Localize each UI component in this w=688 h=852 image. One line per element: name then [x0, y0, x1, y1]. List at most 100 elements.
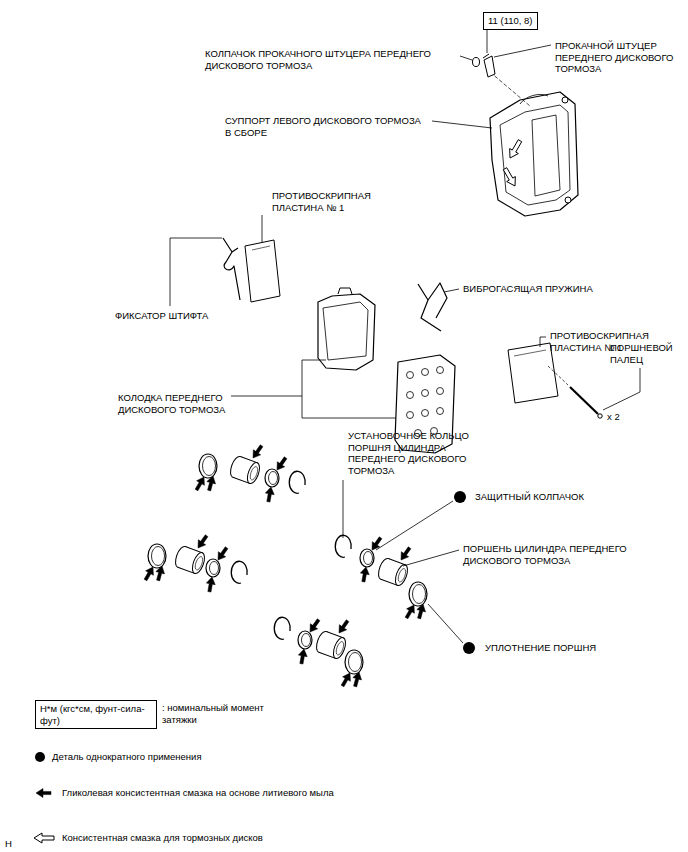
snap-ring — [231, 561, 247, 583]
anti-squeal-shim — [514, 350, 546, 356]
caliper-body — [490, 92, 578, 216]
one-time-use-dot — [463, 642, 475, 654]
piston — [228, 455, 262, 485]
leader-line — [432, 121, 492, 128]
piston-recess — [249, 466, 259, 481]
legend-grease-arrow — [36, 789, 51, 798]
piston-seal — [203, 457, 216, 476]
grease-arrow — [218, 547, 228, 560]
pad-hole — [422, 369, 429, 376]
part-label: ПРОТИВОСКРИПНАЯ ПЛАСТИНА № 1 — [272, 190, 392, 213]
disc-grease-arrow — [503, 168, 515, 186]
grease-arrow — [195, 477, 204, 491]
piston-front — [190, 551, 207, 575]
piston — [173, 545, 207, 575]
part-label: КОЛОДКА ПЕРЕДНЕГО ДИСКОВОГО ТОРМОЗА — [118, 392, 228, 415]
part-label: x 2 — [607, 411, 637, 423]
anti-rattle-spring — [418, 283, 447, 331]
piston-front — [393, 563, 410, 587]
legend-text: Консистентная смазка для тормозных диско… — [62, 832, 462, 844]
grease-arrow — [198, 535, 208, 548]
brake-pad — [318, 294, 375, 370]
part-label: УПЛОТНЕНИЕ ПОРШНЯ — [485, 642, 665, 654]
pin-clip — [223, 238, 240, 300]
grease-arrow — [277, 457, 287, 470]
leader-line — [343, 480, 344, 538]
piston-seal — [152, 547, 165, 566]
leader-line — [603, 368, 640, 410]
part-label: ВИБРОГАСЯЩАЯ ПРУЖИНА — [463, 283, 663, 295]
grease-arrow — [156, 566, 165, 581]
caliper-bolt-hole — [565, 197, 571, 203]
leader-line — [170, 238, 222, 306]
pad-hole — [407, 392, 414, 399]
piston-pin — [570, 387, 598, 414]
part-label: ЗАЩИТНЫЙ КОЛПАЧОК — [475, 491, 635, 503]
bleeder-plug — [484, 56, 495, 77]
legend-text: Гликолевая консистентная смазка на основ… — [62, 787, 462, 799]
torque-text: 11 (110, 8) — [488, 15, 533, 27]
dust-boot — [360, 549, 374, 567]
grease-arrow — [341, 673, 350, 687]
anti-squeal-shim — [252, 246, 270, 250]
pad-hole — [407, 412, 414, 419]
leader-line — [540, 337, 546, 347]
leader-line — [494, 45, 551, 57]
dust-boot — [206, 559, 220, 577]
leader-line — [444, 289, 459, 292]
caliper-inner — [500, 105, 570, 205]
piston-seal — [409, 582, 427, 606]
bleeder-plug — [483, 54, 489, 58]
piston-front — [245, 461, 262, 485]
torque-text: Н*м (кгс*см, фунт-сила-фут) — [40, 703, 152, 726]
grease-arrow — [372, 537, 382, 550]
grease-arrow — [401, 547, 411, 560]
dust-boot — [210, 562, 219, 575]
torque-box: 11 (110, 8) — [483, 12, 538, 30]
disc-grease-arrow — [510, 140, 522, 158]
part-label: ПОРШНЕВОЙ ПАЛЕЦ — [610, 342, 685, 365]
bleeder-cap — [473, 58, 480, 67]
leader-line — [231, 396, 302, 397]
dust-boot — [364, 552, 373, 565]
pad-hole — [422, 390, 429, 397]
leader-line — [460, 56, 472, 60]
pad-hole — [422, 410, 429, 417]
legend-text: : номинальный момент затяжки — [162, 702, 272, 725]
piston — [314, 630, 348, 660]
snap-ring — [335, 535, 351, 557]
leader-line — [262, 215, 263, 242]
pad-hole — [407, 372, 414, 379]
anti-squeal-shim — [245, 240, 280, 302]
part-label: ФИКСАТОР ШТИФТА — [115, 310, 235, 322]
legend-text: Деталь однократного применения — [52, 751, 452, 763]
legend-disc-grease-arrow — [34, 833, 54, 843]
assembly-line — [490, 72, 530, 106]
dust-boot — [269, 472, 278, 485]
part-label: H — [5, 838, 25, 850]
piston-recess — [194, 556, 204, 571]
piston-seal — [199, 454, 217, 478]
piston-seal — [345, 650, 363, 674]
grease-arrow — [310, 619, 320, 632]
snap-ring — [274, 617, 290, 639]
leader-line — [302, 360, 396, 418]
part-label: СУППОРТ ЛЕВОГО ДИСКОВОГО ТОРМОЗА В СБОРЕ — [225, 115, 429, 138]
grease-arrow — [206, 577, 215, 592]
grease-arrow — [405, 605, 414, 619]
leader-line — [403, 550, 459, 566]
leader-line — [376, 501, 453, 550]
grease-arrow — [339, 620, 349, 633]
dust-boot — [298, 631, 312, 649]
grease-arrow — [353, 672, 362, 687]
grease-arrow — [298, 649, 307, 664]
grease-arrow — [265, 487, 274, 502]
piston-recess — [335, 641, 345, 656]
caliper-bolt-hole — [562, 97, 568, 103]
assembly-line — [548, 366, 568, 385]
part-label: УСТАНОВОЧНОЕ КОЛЬЦО ПОРШНЯ ЦИЛИНДРА ПЕРЕ… — [348, 430, 480, 476]
snap-ring — [289, 471, 305, 493]
dust-boot — [302, 634, 311, 647]
piston-seal — [413, 585, 426, 604]
piston-pin-head — [598, 414, 602, 418]
